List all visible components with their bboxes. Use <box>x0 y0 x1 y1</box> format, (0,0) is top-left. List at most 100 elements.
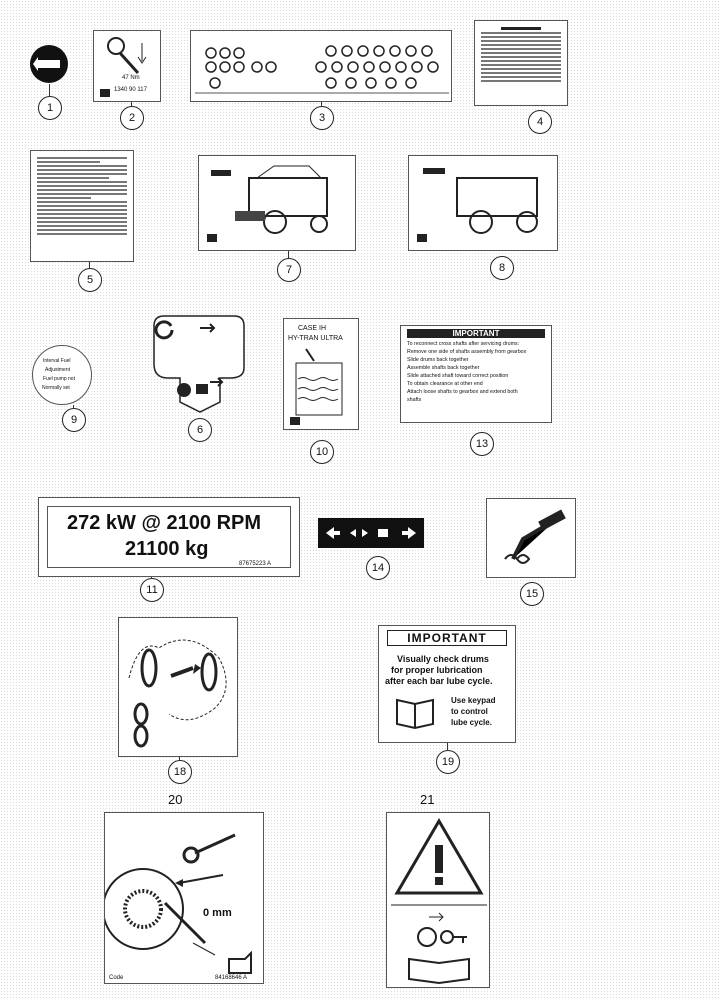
direction-arrows-icon <box>326 527 416 539</box>
callout-8: 8 <box>490 256 514 280</box>
decal-9-line-3: Fuel pump not <box>43 376 75 382</box>
grease-point-icon <box>373 45 385 57</box>
decal-9-fuel-adjust: Interval Fuel Adjustment Fuel pump not N… <box>32 345 92 405</box>
decal-9-line-1: Interval Fuel <box>43 358 71 364</box>
grease-point-icon <box>251 61 263 73</box>
decal-1-hood-icon <box>30 45 68 83</box>
grease-point-icon <box>233 61 245 73</box>
callout-3: 3 <box>310 106 334 130</box>
grease-point-icon <box>411 61 423 73</box>
grease-point-icon <box>265 61 277 73</box>
decal-13-lines: To reconnect cross shafts after servicin… <box>401 340 551 404</box>
hytran-line-2: HY-TRAN ULTRA <box>288 335 343 342</box>
grease-point-icon <box>379 61 391 73</box>
grease-point-icon <box>405 77 417 89</box>
callout-19: 19 <box>436 750 460 774</box>
decal-20-code: Code <box>109 975 124 981</box>
grease-points-diagram <box>195 45 449 94</box>
decal-19-title: IMPORTANT <box>387 630 507 646</box>
callout-9: 9 <box>62 408 86 432</box>
grease-point-icon <box>205 61 217 73</box>
decal-19-line-2: for proper lubrication <box>391 665 483 675</box>
decal-11-part-number: 87675223 A <box>239 561 272 567</box>
grease-point-icon <box>427 61 439 73</box>
torque-value: 47 Nm <box>122 75 140 81</box>
decal-13-important-shafts: IMPORTANT To reconnect cross shafts afte… <box>400 325 552 423</box>
leader-line <box>288 251 289 258</box>
leader-line <box>447 743 448 750</box>
grease-point-icon <box>405 45 417 57</box>
decal-13-line: Attach loose shafts to gearbox and exten… <box>407 389 518 395</box>
decal-19-line-3: after each bar lube cycle. <box>385 676 493 686</box>
leader-line <box>73 405 74 408</box>
decal-13-line: To reconnect cross shafts after servicin… <box>407 341 520 347</box>
grease-point-icon <box>315 61 327 73</box>
manual-book-icon <box>396 698 434 730</box>
decal-19-line-6: lube cycle. <box>451 718 492 727</box>
decal-9-line-4: Normally set <box>42 385 70 391</box>
decal-20-drum-gap: 0 mm 84168646 A Code <box>104 812 264 984</box>
decal-19-line-1: Visually check drums <box>397 654 489 664</box>
gap-measurement: 0 mm <box>203 907 232 919</box>
warning-key-diagram <box>391 818 487 985</box>
drum-gap-diagram <box>105 833 252 974</box>
decal-13-line: Assemble shafts back together <box>407 365 480 371</box>
callout-10: 10 <box>310 440 334 464</box>
grease-point-icon <box>363 61 375 73</box>
decal-10-hytran-oil: CASE IH HY-TRAN ULTRA <box>283 318 359 430</box>
callout-4: 4 <box>528 110 552 134</box>
grease-point-icon <box>325 45 337 57</box>
decal-13-line: Slide attached shaft toward correct posi… <box>407 373 509 379</box>
machine-weight: 21100 kg <box>125 538 209 560</box>
callout-1: 1 <box>38 96 62 120</box>
decal-11-power-rating: 272 kW @ 2100 RPM 21100 kg 87675223 A <box>38 497 300 577</box>
decal-8-machine-rear <box>408 155 558 251</box>
leader-line <box>151 577 152 578</box>
callout-21: 21 <box>420 791 435 807</box>
decal-13-line: Remove one side of shafts assembly from … <box>407 349 527 355</box>
wrench-icon <box>100 37 147 97</box>
grease-point-icon <box>219 61 231 73</box>
chain-diagram <box>128 639 227 748</box>
control-outline-diagram <box>153 315 245 413</box>
callout-14: 14 <box>366 556 390 580</box>
leader-line <box>179 757 180 760</box>
torque-code: 1340 90 117 <box>114 87 147 93</box>
grease-point-icon <box>219 47 231 59</box>
callout-5: 5 <box>78 268 102 292</box>
grease-point-icon <box>325 77 337 89</box>
leader-line <box>321 102 322 106</box>
decal-20-part-number: 84168646 A <box>215 975 248 981</box>
decal-5-text-instructions <box>30 150 134 262</box>
decal-13-line: shafts <box>407 397 422 403</box>
leader-line <box>131 102 132 106</box>
decal-2-wrench-torque: 47 Nm 1340 90 117 <box>93 30 161 102</box>
decal-19-line-4: Use keypad <box>451 696 496 705</box>
grease-point-icon <box>341 45 353 57</box>
callout-7: 7 <box>277 258 301 282</box>
decal-7-machine-side <box>198 155 356 251</box>
grease-point-icon <box>209 77 221 89</box>
decal-9-line-2: Adjustment <box>45 367 71 373</box>
grease-point-icon <box>385 77 397 89</box>
callout-20: 20 <box>168 791 183 807</box>
decal-19-important-drums: IMPORTANT Visually check drums for prope… <box>378 625 516 743</box>
leader-line <box>89 262 90 268</box>
power-rating: 272 kW @ 2100 RPM <box>67 512 262 534</box>
leader-line <box>49 84 50 96</box>
grease-point-icon <box>395 61 407 73</box>
decal-14-arrow-strip <box>318 518 424 548</box>
decal-3-grease-panel <box>190 30 452 102</box>
grease-point-icon <box>331 61 343 73</box>
grease-point-icon <box>233 47 245 59</box>
decal-21-warning-key <box>386 812 490 988</box>
callout-18: 18 <box>168 760 192 784</box>
grease-point-icon <box>205 47 217 59</box>
oil-tank-icon <box>290 348 343 425</box>
callout-2: 2 <box>120 106 144 130</box>
machine-side-diagram <box>207 165 328 242</box>
decal-18-chain-tension <box>118 617 238 757</box>
hytran-line-1: CASE IH <box>298 325 327 332</box>
callout-15: 15 <box>520 582 544 606</box>
grease-point-icon <box>365 77 377 89</box>
